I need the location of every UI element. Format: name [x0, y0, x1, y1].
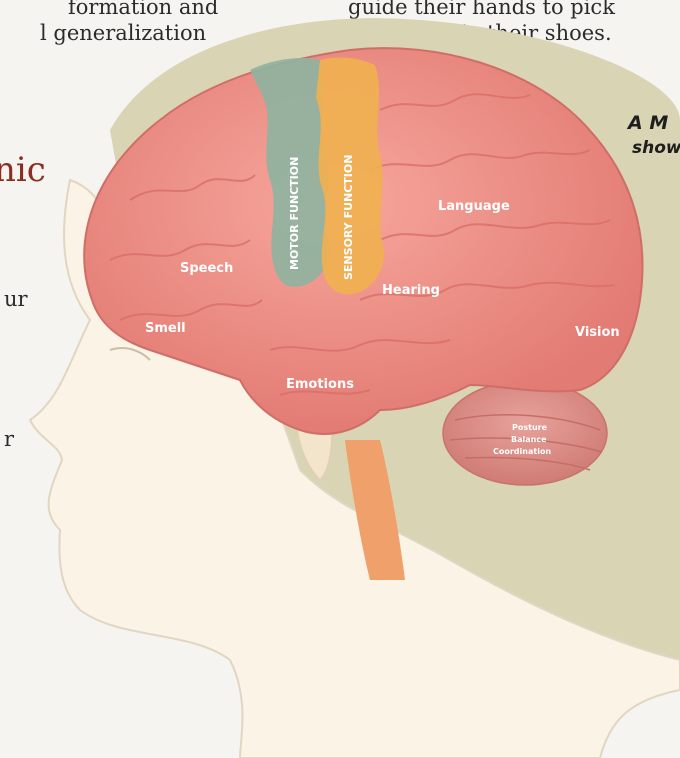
- cerebellum: [443, 381, 607, 485]
- speech-label: Speech: [180, 261, 233, 276]
- balance-label: Balance: [511, 435, 547, 444]
- motor-function-label: MOTOR FUNCTION: [288, 157, 301, 270]
- hearing-label: Hearing: [382, 283, 440, 298]
- sensory-function-label: SENSORY FUNCTION: [342, 155, 355, 280]
- emotions-label: Emotions: [286, 377, 354, 392]
- caption-line-1: A M: [628, 112, 668, 134]
- smell-label: Smell: [145, 321, 186, 336]
- language-label: Language: [438, 199, 510, 214]
- posture-label: Posture: [512, 423, 548, 432]
- coordination-label: Coordination: [493, 447, 551, 456]
- vision-label: Vision: [575, 325, 620, 340]
- caption-line-2: show: [632, 138, 680, 158]
